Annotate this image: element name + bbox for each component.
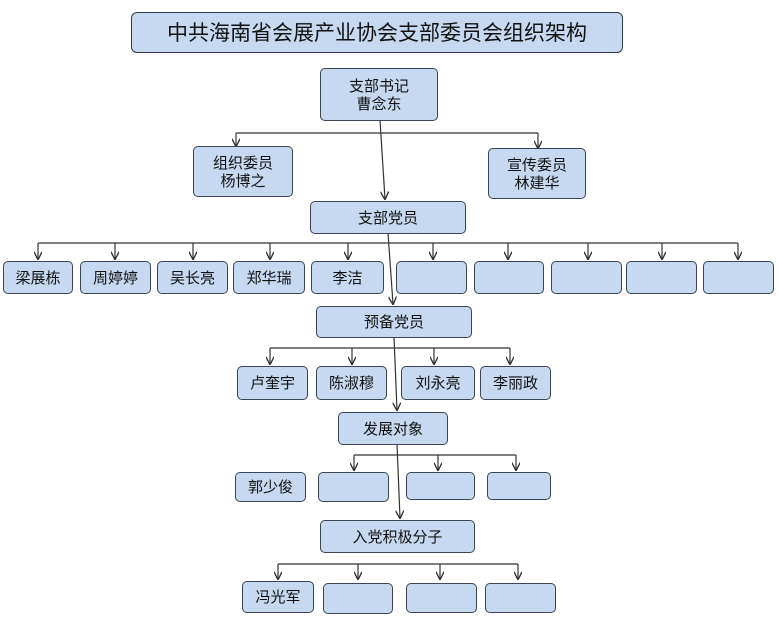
propaganda-committee-role: 宣传委员 <box>506 155 567 174</box>
secretary-node: 支部书记 曹念东 <box>320 68 438 121</box>
secretary-role: 支部书记 <box>348 76 409 95</box>
secretary-name: 曹念东 <box>356 94 402 113</box>
activist-member-box <box>323 583 393 614</box>
party-member-box <box>474 261 544 294</box>
probationary-member-box: 李丽政 <box>480 366 551 400</box>
development-member-box <box>487 472 551 500</box>
activist-member-box: 冯光军 <box>242 581 314 613</box>
chart-title: 中共海南省会展产业协会支部委员会组织架构 <box>131 12 623 53</box>
org-committee-name: 杨博之 <box>220 171 266 190</box>
party-member-box: 吴长亮 <box>157 261 228 294</box>
development-member-box <box>318 472 389 502</box>
org-committee-node: 组织委员 杨博之 <box>193 146 293 197</box>
party-members-node: 支部党员 <box>310 201 466 234</box>
party-member-box <box>551 261 622 294</box>
probationary-member-box: 刘永亮 <box>401 366 475 400</box>
probationary-node: 预备党员 <box>316 306 472 338</box>
propaganda-committee-name: 林建华 <box>514 173 560 192</box>
activists-node: 入党积极分子 <box>320 520 475 553</box>
party-member-box: 李洁 <box>311 261 384 294</box>
development-member-box: 郭少俊 <box>235 472 306 502</box>
party-member-box <box>396 261 467 294</box>
party-member-box: 梁展栋 <box>3 261 73 294</box>
party-member-box <box>626 261 697 294</box>
activist-member-box <box>406 583 477 613</box>
probationary-member-box: 卢奎宇 <box>237 366 308 400</box>
propaganda-committee-node: 宣传委员 林建华 <box>488 148 586 199</box>
org-committee-role: 组织委员 <box>212 153 273 172</box>
development-member-box <box>406 472 475 500</box>
party-member-box: 郑华瑞 <box>233 261 305 294</box>
party-member-box: 周婷婷 <box>80 261 151 294</box>
party-member-box <box>703 261 774 294</box>
development-node: 发展对象 <box>338 412 448 445</box>
activist-member-box <box>485 583 556 613</box>
probationary-member-box: 陈淑穆 <box>316 366 387 400</box>
